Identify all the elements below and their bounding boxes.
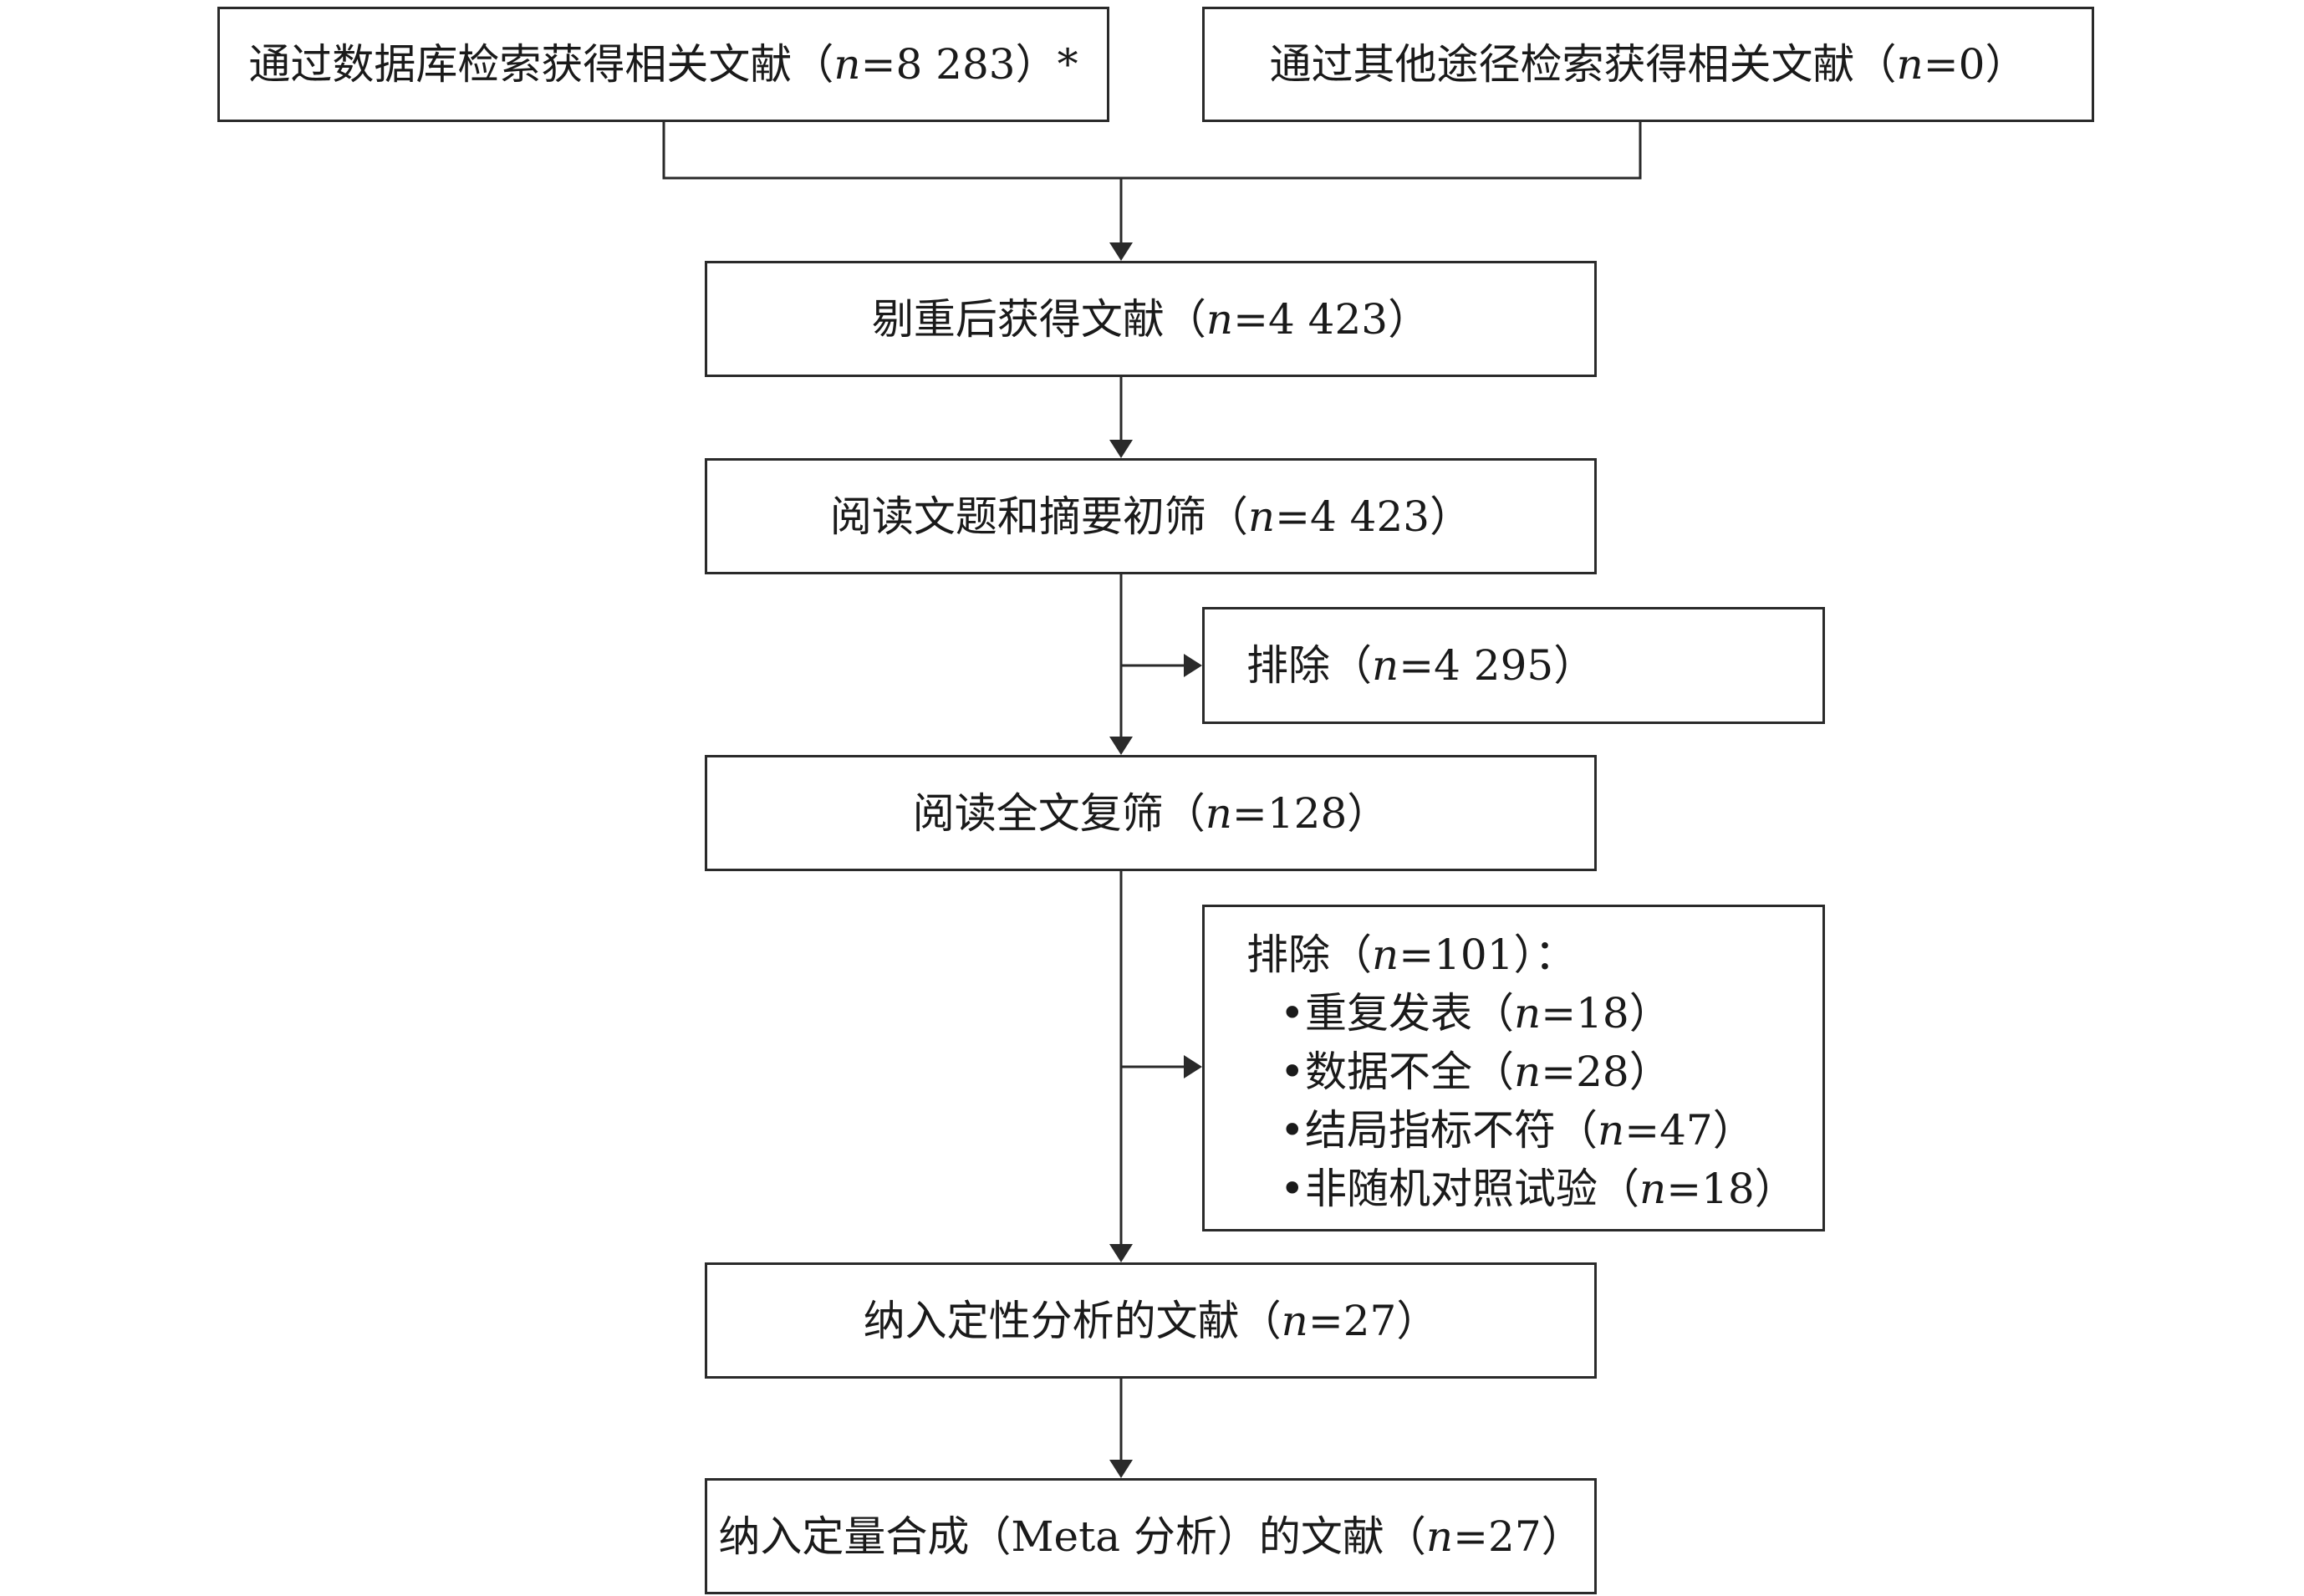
dedup-label: 剔重后获得文献（n=4 423） [871,294,1430,344]
qualitative-synthesis-box: 纳入定性分析的文献（n=27） [705,1262,1597,1379]
arrowhead-exclude-1 [1184,654,1202,677]
arrowhead-quantitative [1109,1460,1133,1478]
qualitative-synthesis-label: 纳入定性分析的文献（n=27） [863,1296,1439,1345]
arrowhead-fulltext [1109,737,1133,755]
bullet-icon: • [1280,1048,1305,1096]
arrowhead-screen [1109,440,1133,458]
fulltext-screen-box: 阅读全文复筛（n=128） [705,755,1597,871]
other-search-box: 通过其他途径检索获得相关文献（n=0） [1202,7,2094,122]
exclusion-reason-item: • 数据不全（n=28） [1246,1043,1822,1101]
exclusion-reason-label: 结局指标不符（n=47） [1305,1106,1755,1155]
exclusion-box-2: 排除（n=101）： • 重复发表（n=18） • 数据不全（n=28） • 结… [1202,905,1825,1231]
merge-connector [662,121,1642,180]
exclusion-reason-label: 重复发表（n=18） [1305,989,1671,1038]
arrowhead-exclude-2 [1184,1055,1202,1078]
bullet-icon: • [1280,1106,1305,1155]
database-search-label: 通过数据库检索获得相关文献（n=8 283）* [248,40,1078,89]
exclusion-reason-label: 数据不全（n=28） [1305,1048,1671,1096]
title-abstract-screen-box: 阅读文题和摘要初筛（n=4 423） [705,458,1597,574]
arrowhead-qualitative [1109,1244,1133,1262]
quantitative-synthesis-box: 纳入定量合成（Meta 分析）的文献（n=27） [705,1478,1597,1594]
other-search-label: 通过其他途径检索获得相关文献（n=0） [1269,40,2027,89]
dedup-box: 剔重后获得文献（n=4 423） [705,261,1597,377]
bullet-icon: • [1280,1165,1305,1213]
database-search-box: 通过数据库检索获得相关文献（n=8 283）* [217,7,1109,122]
exclusion-reason-label: 非随机对照试验（n=18） [1305,1165,1797,1213]
title-abstract-screen-label: 阅读文题和摘要初筛（n=4 423） [829,492,1472,541]
exclusion-2-title: 排除（n=101）： [1246,931,1577,979]
bullet-icon: • [1280,989,1305,1038]
fulltext-screen-label: 阅读全文复筛（n=128） [912,788,1389,838]
quantitative-synthesis-label: 纳入定量合成（Meta 分析）的文献（n=27） [718,1512,1583,1561]
exclusion-reason-item: • 结局指标不符（n=47） [1246,1101,1822,1160]
exclusion-reason-item: • 非随机对照试验（n=18） [1246,1160,1822,1218]
exclusion-box-1: 排除（n=4 295） [1202,607,1825,724]
arrowhead-dedup [1109,242,1133,261]
exclusion-reason-item: • 重复发表（n=18） [1246,984,1822,1043]
exclusion-1-label: 排除（n=4 295） [1246,641,1596,690]
